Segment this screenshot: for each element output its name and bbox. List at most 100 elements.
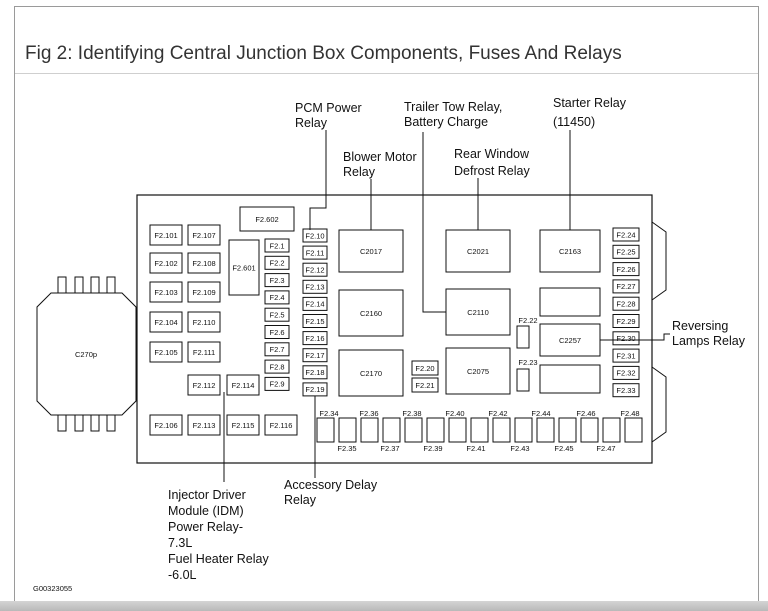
fuse-col-a-box: [264, 325, 290, 339]
relay-f2601-box: [228, 239, 260, 296]
fuse-col-a-box: [264, 273, 290, 288]
fuse-col-a-box: [264, 238, 290, 253]
connector-pin: [74, 415, 84, 432]
relay-c2017-label: C2017: [360, 247, 382, 256]
title-bar: Fig 2: Identifying Central Junction Box …: [15, 7, 758, 74]
fuse-left-label: F2.110: [193, 318, 216, 327]
callout-trailer-tow-relay: Battery Charge: [404, 115, 488, 129]
fuse-col-b-box: [302, 314, 328, 328]
callout-starter-relay: Starter Relay: [553, 96, 627, 110]
relay-c2075-label: C2075: [467, 367, 489, 376]
leader-reversing: [600, 333, 670, 341]
callout-blower-motor-relay: Blower Motor: [343, 150, 417, 164]
callout-pcm-power-relay: PCM Power: [295, 101, 362, 115]
relay-c2021-box: [445, 229, 511, 273]
relay-f2601-label: F2.601: [232, 263, 255, 272]
fuse-col-a-box: [264, 307, 290, 322]
fuse-left-label: F2.111: [193, 348, 215, 357]
fuse-col-b-label: F2.11: [306, 248, 325, 257]
fuse-col-a-label: F2.2: [269, 259, 284, 268]
fuse-bottom-top-label: F2.34: [319, 409, 338, 418]
relay-c2170-label: C2170: [360, 369, 382, 378]
fuse-col-a-box: [264, 376, 290, 391]
fuse-col-a-label: F2.9: [269, 380, 284, 389]
fuse-left-label: F2.115: [232, 421, 255, 430]
connector-pin: [90, 415, 100, 432]
fuse-col-a-label: F2.4: [269, 293, 284, 302]
fuse-bottom-top-label: F2.44: [531, 409, 550, 418]
fuse-right-label: F2.29: [616, 317, 635, 326]
fuse-col-a-label: F2.8: [269, 362, 284, 371]
relay-c2170-box: [338, 349, 404, 397]
fuse-left-box: [187, 311, 221, 333]
fuse-bottom-top-label: F2.46: [576, 409, 595, 418]
fuse-col-a-label: F2.6: [269, 328, 284, 337]
callout-reversing-lamps-relay: Reversing: [672, 319, 728, 333]
fuse-left-box: [187, 252, 221, 274]
fuse-left-label: F2.104: [154, 318, 177, 327]
relay-f2602-box: [239, 206, 295, 232]
fuse-col-b-box: [302, 262, 328, 277]
fuse-right-box: [612, 348, 640, 363]
figure-title: Fig 2: Identifying Central Junction Box …: [25, 43, 622, 64]
fuse-right-label: F2.30: [616, 334, 635, 343]
fuse-left-box: [187, 281, 221, 303]
fuse-bottom-slot: [470, 417, 489, 443]
fuse-right-box: [612, 227, 640, 242]
fuse-bottom-low-label: F2.35: [337, 444, 356, 453]
fuse-bottom-slot: [338, 417, 357, 443]
fuse-bottom-slot: [382, 417, 401, 443]
fuse-right-box: [612, 365, 640, 380]
fuse-bottom-top-label: F2.38: [402, 409, 421, 418]
fuse-col-b-label: F2.16: [305, 334, 324, 343]
relay-blank: [539, 287, 601, 317]
fuse-bottom-low-label: F2.47: [596, 444, 615, 453]
fuse-col-a-label: F2.7: [269, 345, 284, 354]
fuse-col-a-box: [264, 342, 290, 357]
fuse-col-a-box: [264, 359, 290, 374]
relay-c2021-label: C2021: [467, 247, 489, 256]
fuse-bottom-low-label: F2.45: [554, 444, 573, 453]
callout-blower-motor-relay: Relay: [343, 165, 376, 179]
fuse-left-label: F2.108: [192, 259, 215, 268]
relay-f2602-label: F2.602: [255, 215, 278, 224]
relay-c2257-box: [539, 323, 601, 357]
fuse-left-label: F2.116: [270, 421, 293, 430]
callout-pcm-power-relay: Relay: [295, 116, 328, 130]
fuse-f223-label: F2.23: [518, 358, 537, 367]
relay-c2110-label: C2110: [467, 308, 489, 317]
fuse-right-box: [612, 279, 640, 294]
fuse-left-box: [149, 281, 183, 303]
relay-c2163-label: C2163: [559, 247, 581, 256]
fuse-f223-body: [516, 368, 530, 392]
fuse-left-label: F2.114: [232, 381, 255, 390]
fuse-col-a-box: [264, 255, 290, 270]
fuse-col-a-label: F2.3: [269, 276, 284, 285]
callout-injector-driver-module: 7.3L: [168, 536, 192, 550]
fuse-col-b-label: F2.10: [305, 231, 324, 240]
fuse-col-a-box: [264, 290, 290, 305]
relay-c2163-box: [539, 229, 601, 273]
connector-pin: [57, 415, 67, 432]
fuse-right-label: F2.32: [616, 369, 635, 378]
fuse-right-box: [612, 262, 640, 277]
fuse-col-a-label: F2.5: [269, 311, 284, 320]
fuse-col-b-box: [302, 245, 328, 260]
fuse-right-label: F2.33: [616, 386, 635, 395]
relay-c2160-box: [338, 289, 404, 337]
fuse-f222-label: F2.22: [518, 316, 537, 325]
fuse-left-box: [187, 374, 221, 396]
fuse-f222-body: [516, 325, 530, 349]
callout-starter-relay: (11450): [553, 115, 595, 129]
fuse-col-b-label: F2.13: [305, 283, 324, 292]
fuse-bottom-slot: [492, 417, 511, 443]
connector-label: C270p: [75, 350, 97, 359]
fuse-bottom-low-label: F2.37: [380, 444, 399, 453]
fuse-left-box: [226, 374, 260, 396]
fuse-col-b-label: F2.17: [305, 351, 324, 360]
relay-c2257-label: C2257: [559, 336, 581, 345]
fuse-left-label: F2.107: [192, 231, 215, 240]
fuse-left-label: F2.112: [193, 381, 216, 390]
fuse-col-b-box: [302, 296, 328, 311]
